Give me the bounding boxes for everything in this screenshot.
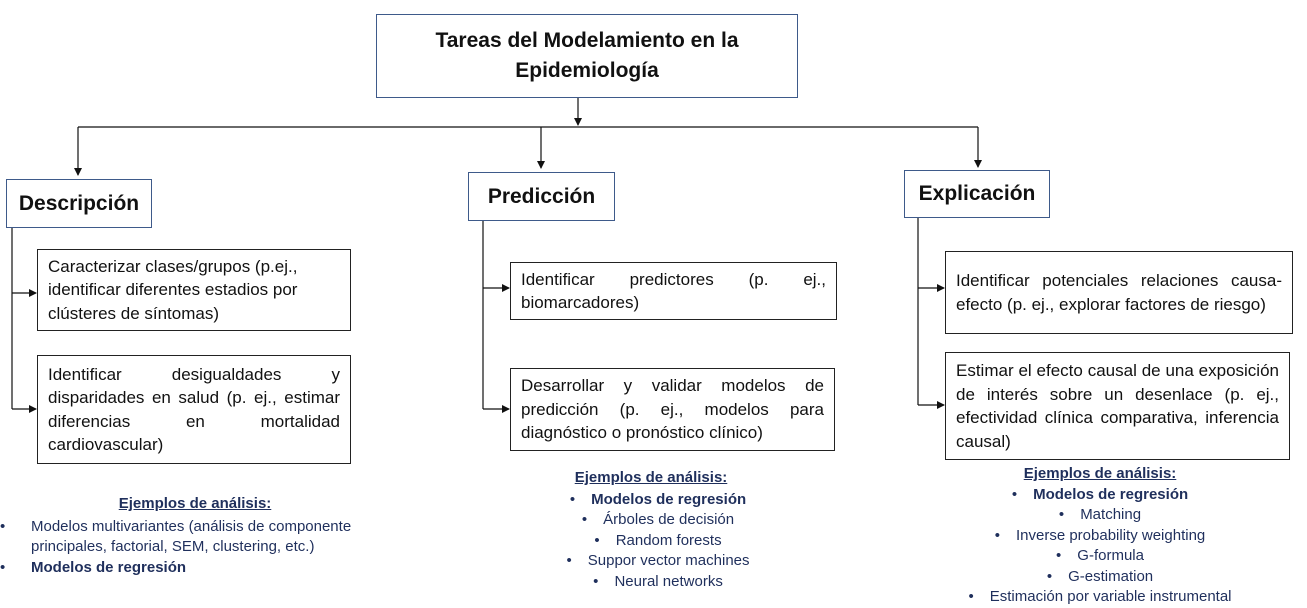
header-prediccion-label: Predicción: [487, 184, 596, 208]
bullet-icon: •: [1058, 506, 1065, 523]
explicacion-item-2-text: Estimar el efecto causal de una exposici…: [956, 361, 1279, 451]
prediccion-item-1-text: Identificar predictores (p. ej., biomarc…: [521, 269, 826, 313]
bullet-icon: •: [569, 490, 576, 508]
prediccion-item-2: Desarrollar y validar modelos de predicc…: [510, 368, 835, 451]
list-item-text: Inverse probability weighting: [1015, 526, 1206, 544]
explicacion-item-2: Estimar el efecto causal de una exposici…: [945, 352, 1290, 460]
root-title: Tareas del Modelamiento en la Epidemiolo…: [435, 29, 739, 82]
descripcion-item-2-text: Identificar desigualdades y disparidades…: [48, 364, 340, 455]
header-explicacion-label: Explicación: [918, 182, 1036, 205]
descripcion-item-1: Caracterizar clases/grupos (p.ej., ident…: [37, 249, 351, 331]
list-item: • Árboles de decisión: [538, 510, 778, 531]
list-item: • Modelos multivariantes (análisis de co…: [0, 517, 390, 558]
list-item-text: Modelos de regresión: [31, 558, 187, 576]
list-item: • G-estimation: [950, 567, 1250, 588]
list-item-text: Árboles de decisión: [603, 511, 735, 528]
prediccion-examples-title: Ejemplos de análisis:: [574, 469, 728, 486]
bullet-icon: •: [994, 526, 1000, 544]
explicacion-item-1-text: Identificar potenciales relaciones causa…: [956, 271, 1282, 314]
descripcion-examples: Ejemplos de análisis: • Modelos multivar…: [0, 494, 390, 578]
list-item: • Estimación por variable instrumental: [950, 587, 1250, 608]
list-item: • Suppor vector machines: [538, 551, 778, 572]
root-node: Tareas del Modelamiento en la Epidemiolo…: [376, 14, 798, 98]
explicacion-examples: Ejemplos de análisis: • Modelos de regres…: [950, 464, 1250, 608]
list-item-text: G-estimation: [1068, 567, 1154, 585]
list-item-text: Modelos de regresión: [1033, 485, 1189, 503]
list-item-text: Modelos multivariantes (análisis de comp…: [31, 517, 352, 556]
bullet-icon: •: [1011, 485, 1018, 503]
explicacion-item-1: Identificar potenciales relaciones causa…: [945, 251, 1293, 334]
bullet-icon: •: [0, 558, 6, 576]
bullet-icon: •: [593, 572, 599, 590]
bullet-icon: •: [968, 588, 974, 605]
list-item: • Modelos de regresión: [0, 558, 390, 579]
list-item-text: Neural networks: [614, 572, 723, 590]
list-item: • Inverse probability weighting: [950, 526, 1250, 547]
list-item-text: Modelos de regresión: [591, 490, 747, 508]
bullet-icon: •: [581, 511, 588, 528]
bullet-icon: •: [566, 552, 572, 569]
list-item-text: Estimación por variable instrumental: [989, 588, 1232, 605]
list-item-text: Matching: [1080, 506, 1142, 523]
descripcion-examples-title: Ejemplos de análisis:: [118, 495, 272, 512]
header-descripcion: Descripción: [6, 179, 152, 228]
bullet-icon: •: [1056, 547, 1062, 564]
bullet-icon: •: [594, 531, 600, 549]
descripcion-item-2: Identificar desigualdades y disparidades…: [37, 355, 351, 464]
header-prediccion: Predicción: [468, 172, 615, 221]
list-item-text: Suppor vector machines: [587, 552, 750, 569]
prediccion-item-2-text: Desarrollar y validar modelos de predicc…: [521, 376, 824, 443]
header-explicacion: Explicación: [904, 170, 1050, 218]
bullet-icon: •: [1046, 567, 1053, 585]
list-item: • Modelos de regresión: [950, 485, 1250, 506]
list-item: • Neural networks: [538, 572, 778, 593]
prediccion-item-1: Identificar predictores (p. ej., biomarc…: [510, 262, 837, 320]
list-item-text: Random forests: [615, 531, 722, 549]
list-item: • G-formula: [950, 546, 1250, 567]
bullet-icon: •: [0, 517, 6, 535]
descripcion-item-1-text: Caracterizar clases/grupos (p.ej., ident…: [48, 256, 298, 323]
list-item-text: G-formula: [1077, 547, 1144, 564]
explicacion-examples-title: Ejemplos de análisis:: [1023, 465, 1177, 482]
header-descripcion-label: Descripción: [18, 191, 140, 215]
list-item: • Modelos de regresión: [538, 490, 778, 511]
list-item: • Matching: [950, 505, 1250, 526]
list-item: • Random forests: [538, 531, 778, 552]
prediccion-examples: Ejemplos de análisis: •Modelos de regres…: [538, 468, 778, 592]
